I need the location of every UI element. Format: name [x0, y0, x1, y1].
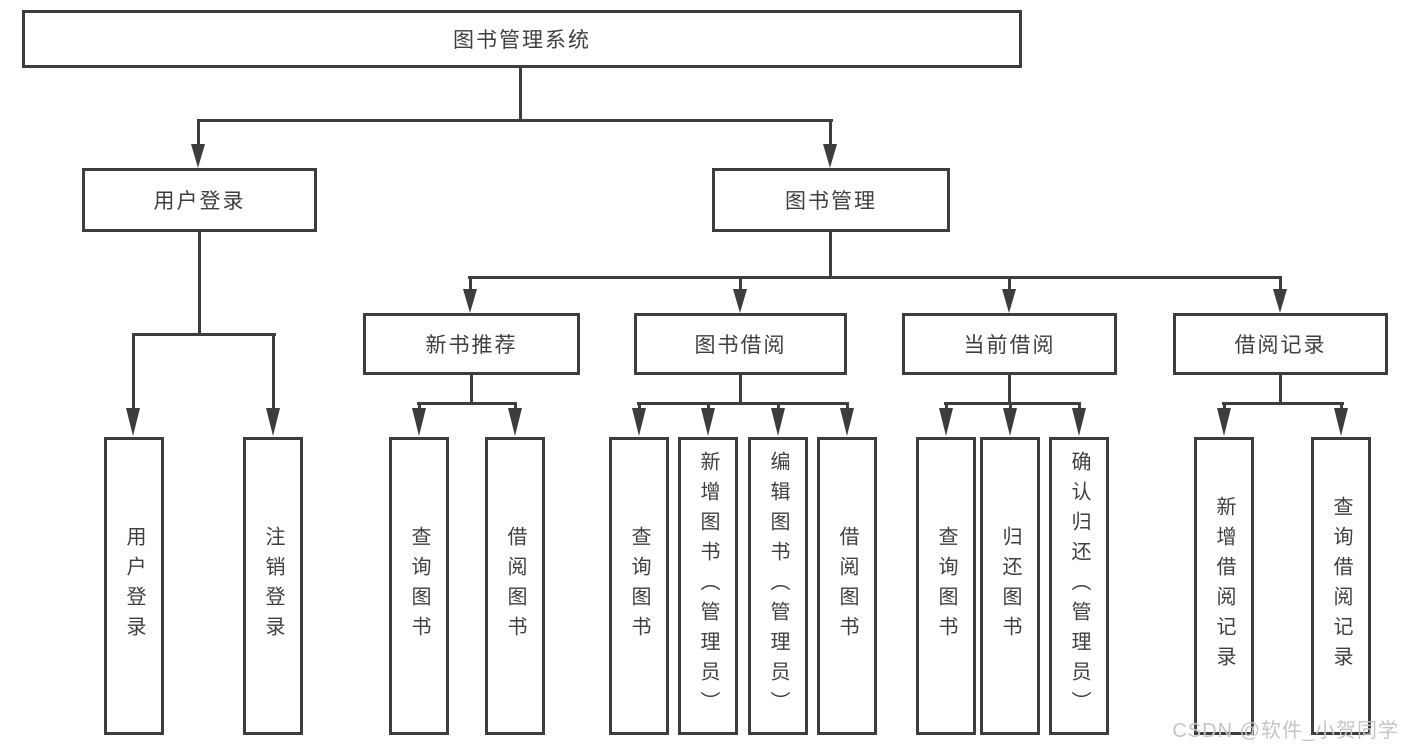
leaf-confirm-return-admin: 确认归还（管理员）: [1049, 437, 1109, 735]
connector-line: [1222, 402, 1344, 405]
arrowhead-down-icon: [733, 289, 747, 313]
node-root-label: 图书管理系统: [453, 29, 591, 52]
leaf-query-borrow-record-label: 查询借阅记录: [1330, 496, 1352, 676]
connector-line: [1279, 375, 1282, 405]
connector-line: [132, 333, 135, 409]
arrowhead-down-icon: [840, 408, 854, 436]
leaf-logout-label: 注销登录: [262, 526, 284, 646]
arrowhead-down-icon: [1217, 408, 1231, 436]
connector-line: [637, 402, 849, 405]
connector-line: [638, 402, 641, 412]
leaf-edit-books-admin: 编辑图书（管理员）: [748, 437, 808, 735]
leaf-confirm-return-admin-label: 确认归还（管理员）: [1068, 451, 1090, 721]
connector-line: [469, 276, 472, 292]
leaf-add-books-admin: 新增图书（管理员）: [678, 437, 738, 735]
connector-line: [944, 402, 1081, 405]
node-borrow-records: 借阅记录: [1173, 313, 1388, 375]
connector-line: [1223, 402, 1226, 412]
connector-line: [132, 333, 276, 336]
arrowhead-down-icon: [1002, 289, 1016, 313]
node-new-book-recommend-label: 新书推荐: [425, 334, 518, 357]
leaf-edit-books-admin-label: 编辑图书（管理员）: [767, 451, 789, 721]
leaf-query-books-borrow-label: 查询图书: [628, 526, 650, 646]
leaf-borrow-books-recommend-label: 借阅图书: [504, 526, 526, 646]
connector-line: [945, 402, 948, 412]
node-current-borrow-label: 当前借阅: [963, 334, 1056, 357]
arrowhead-down-icon: [508, 408, 522, 436]
connector-line: [739, 276, 742, 292]
leaf-logout: 注销登录: [243, 437, 303, 735]
connector-line: [272, 333, 275, 409]
node-book-borrow-label: 图书借阅: [694, 334, 787, 357]
leaf-return-books: 归还图书: [980, 437, 1040, 735]
connector-line: [198, 232, 201, 336]
connector-line: [468, 276, 1282, 279]
node-new-book-recommend: 新书推荐: [363, 313, 580, 375]
leaf-query-books-recommend-label: 查询图书: [408, 526, 430, 646]
connector-line: [1078, 402, 1081, 412]
leaf-query-books-borrow: 查询图书: [609, 437, 669, 735]
leaf-return-books-label: 归还图书: [999, 526, 1021, 646]
arrowhead-down-icon: [1072, 408, 1086, 436]
leaf-add-books-admin-label: 新增图书（管理员）: [697, 451, 719, 721]
leaf-query-borrow-record: 查询借阅记录: [1311, 437, 1371, 735]
connector-line: [197, 119, 833, 122]
leaf-user-login: 用户登录: [104, 437, 164, 735]
leaf-borrow-books: 借阅图书: [817, 437, 877, 735]
connector-line: [519, 68, 522, 122]
node-user-login: 用户登录: [82, 168, 317, 232]
leaf-add-borrow-record: 新增借阅记录: [1194, 437, 1254, 735]
leaf-borrow-books-recommend: 借阅图书: [485, 437, 545, 735]
arrowhead-down-icon: [939, 408, 953, 436]
arrowhead-down-icon: [126, 408, 140, 436]
arrowhead-down-icon: [1003, 408, 1017, 436]
connector-line: [418, 402, 421, 412]
leaf-query-books-current: 查询图书: [916, 437, 976, 735]
node-book-management-label: 图书管理: [785, 190, 877, 213]
csdn-watermark: CSDN @软件_小贺同学: [1172, 720, 1399, 742]
node-current-borrow: 当前借阅: [902, 313, 1117, 375]
arrowhead-down-icon: [463, 289, 477, 313]
connector-line: [1340, 402, 1343, 412]
node-root: 图书管理系统: [22, 10, 1022, 68]
leaf-borrow-books-label: 借阅图书: [836, 526, 858, 646]
connector-line: [514, 402, 517, 412]
connector-line: [707, 402, 710, 412]
connector-line: [829, 119, 832, 147]
leaf-add-borrow-record-label: 新增借阅记录: [1213, 496, 1235, 676]
arrowhead-down-icon: [266, 408, 280, 436]
arrowhead-down-icon: [412, 408, 426, 436]
arrowhead-down-icon: [1334, 408, 1348, 436]
connector-line: [739, 375, 742, 405]
leaf-user-login-label: 用户登录: [123, 526, 145, 646]
connector-line: [777, 402, 780, 412]
connector-line: [829, 232, 832, 278]
arrowhead-down-icon: [632, 408, 646, 436]
arrowhead-down-icon: [191, 144, 205, 168]
arrowhead-down-icon: [823, 144, 837, 168]
arrowhead-down-icon: [1273, 289, 1287, 313]
connector-line: [1008, 375, 1011, 405]
connector-line: [470, 375, 473, 405]
node-borrow-records-label: 借阅记录: [1234, 334, 1327, 357]
connector-line: [197, 119, 200, 147]
connector-line: [846, 402, 849, 412]
node-book-management: 图书管理: [712, 168, 950, 232]
node-user-login-label: 用户登录: [153, 190, 246, 213]
connector-line: [1279, 276, 1282, 292]
arrowhead-down-icon: [771, 408, 785, 436]
node-book-borrow: 图书借阅: [634, 313, 847, 375]
leaf-query-books-recommend: 查询图书: [389, 437, 449, 735]
connector-line: [417, 402, 517, 405]
connector-line: [1008, 276, 1011, 292]
arrowhead-down-icon: [701, 408, 715, 436]
connector-line: [1009, 402, 1012, 412]
leaf-query-books-current-label: 查询图书: [935, 526, 957, 646]
